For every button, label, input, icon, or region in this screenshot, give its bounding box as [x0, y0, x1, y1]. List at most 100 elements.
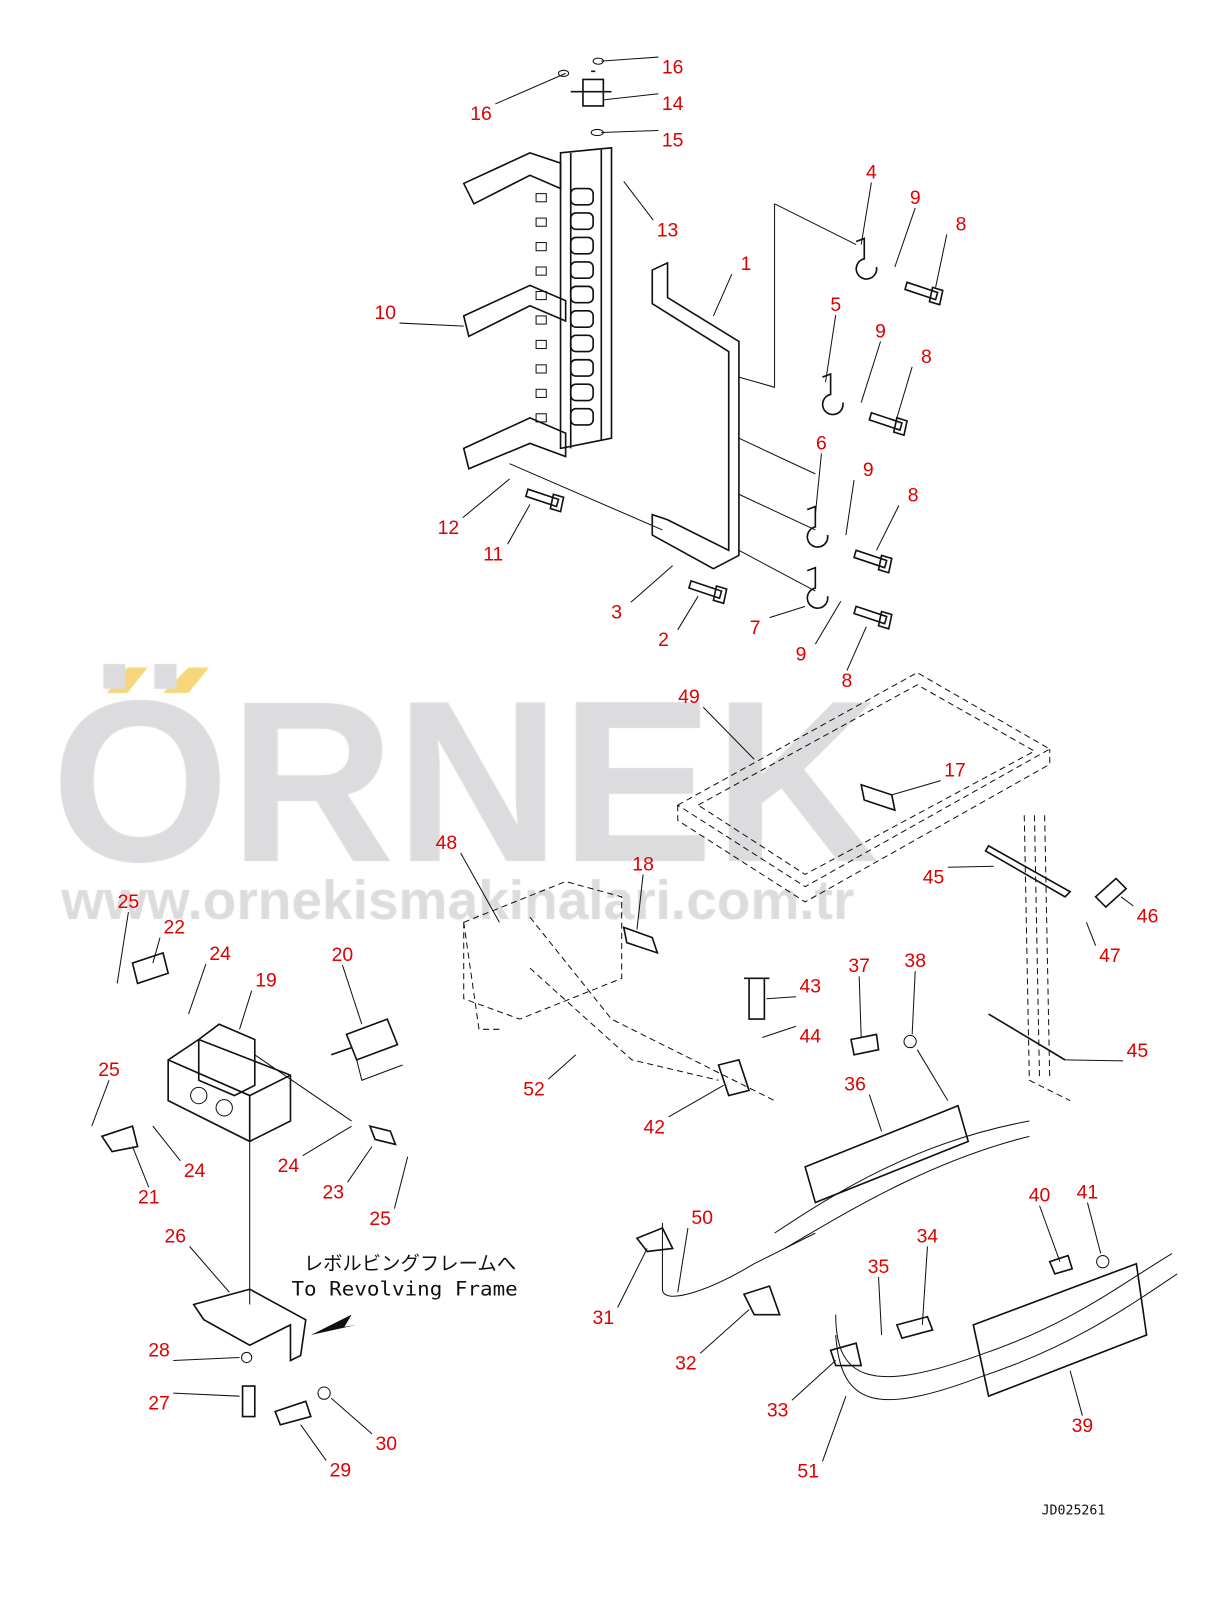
leader-line	[769, 605, 806, 619]
callout-44: 44	[799, 1026, 821, 1048]
bracket-26	[192, 1288, 307, 1362]
callout-3: 3	[611, 602, 622, 624]
cover-36	[804, 1104, 970, 1204]
callout-34: 34	[917, 1225, 939, 1247]
callout-20: 20	[332, 944, 354, 966]
callout-9: 9	[863, 459, 874, 481]
leader-line	[1120, 896, 1134, 907]
leader-line	[460, 852, 500, 923]
callout-39: 39	[1072, 1415, 1094, 1437]
note-japanese: レボルビングフレームへ	[304, 1252, 516, 1275]
fitting-21	[100, 1125, 139, 1153]
leader-line	[116, 912, 129, 984]
fitting	[535, 242, 547, 252]
diagram-code: JD025261	[1042, 1503, 1106, 1518]
clamp	[821, 372, 844, 416]
bracket-1	[651, 261, 740, 570]
note-english: To Revolving Frame	[291, 1277, 517, 1300]
leader-line	[188, 963, 207, 1015]
leader-line	[341, 964, 363, 1025]
callout-35: 35	[868, 1256, 890, 1278]
bolt-43	[743, 977, 770, 1020]
leader-line	[860, 341, 882, 403]
leader-line	[845, 479, 855, 536]
leader-line	[947, 865, 994, 868]
clamp-33	[829, 1342, 863, 1367]
leader-line	[921, 1246, 928, 1325]
leader-line	[1069, 1370, 1083, 1416]
callout-2: 2	[658, 629, 669, 651]
solenoid-20	[330, 1018, 399, 1061]
leader-line	[1065, 1059, 1124, 1062]
leader-line	[935, 234, 948, 288]
fitting	[569, 187, 594, 206]
callout-37: 37	[848, 955, 870, 977]
leader-line	[330, 1397, 373, 1435]
fitting	[569, 261, 594, 280]
callout-40: 40	[1029, 1185, 1051, 1207]
leader-line	[300, 1424, 327, 1461]
callout-33: 33	[767, 1400, 789, 1422]
callout-8: 8	[842, 670, 853, 692]
callout-9: 9	[910, 187, 921, 209]
callout-7: 7	[750, 617, 761, 639]
fitting	[535, 217, 547, 227]
clamp	[855, 237, 878, 280]
fitting	[569, 358, 594, 377]
clamp-31	[635, 1227, 674, 1253]
leader-line	[699, 1309, 750, 1354]
callout-12: 12	[438, 517, 460, 539]
leader-line	[891, 780, 941, 796]
leader-line	[630, 565, 673, 603]
fitting	[535, 388, 547, 398]
callout-32: 32	[675, 1353, 697, 1375]
leader-line	[636, 874, 644, 930]
callout-9: 9	[875, 320, 886, 342]
callout-24: 24	[278, 1155, 300, 1177]
callout-11: 11	[483, 544, 503, 566]
callout-21: 21	[138, 1187, 160, 1209]
leader-line	[814, 453, 822, 515]
callout-18: 18	[632, 853, 654, 875]
leader-line	[495, 72, 566, 105]
leader-line	[91, 1080, 110, 1127]
leader-line	[825, 314, 837, 383]
manifold-assembly	[462, 57, 613, 470]
leader-line	[603, 93, 659, 101]
valve-block	[167, 1038, 292, 1143]
callout-17: 17	[944, 760, 966, 782]
callout-48: 48	[436, 832, 458, 854]
clip-45	[984, 844, 1072, 1061]
callout-10: 10	[374, 302, 396, 324]
leader-line	[399, 322, 464, 327]
bolt	[904, 281, 944, 306]
leader-line	[814, 601, 842, 645]
fitting	[569, 285, 594, 304]
callout-8: 8	[956, 213, 967, 235]
fitting	[535, 364, 547, 374]
leader-line	[507, 504, 531, 545]
leader-line	[1086, 1202, 1102, 1254]
fitting	[569, 383, 594, 402]
callout-16: 16	[470, 103, 492, 125]
leader-line	[911, 971, 916, 1035]
leader-line	[668, 1084, 724, 1118]
leader-line	[858, 976, 862, 1038]
leader-line	[766, 996, 797, 1000]
grommet-42	[717, 1058, 751, 1097]
callout-50: 50	[691, 1207, 713, 1229]
clamp	[806, 566, 829, 609]
frame-49	[676, 672, 1051, 903]
bolt-34	[895, 1315, 934, 1340]
callout-4: 4	[866, 161, 877, 183]
leader-line	[677, 1227, 689, 1293]
callout-45: 45	[923, 867, 945, 889]
callout-30: 30	[375, 1433, 397, 1455]
bolt-29	[274, 1400, 312, 1426]
fitting-23	[368, 1124, 397, 1146]
callout-52: 52	[523, 1079, 545, 1101]
bolt-40	[1048, 1254, 1074, 1275]
leader-line	[896, 366, 913, 418]
leader-line	[302, 1125, 352, 1157]
